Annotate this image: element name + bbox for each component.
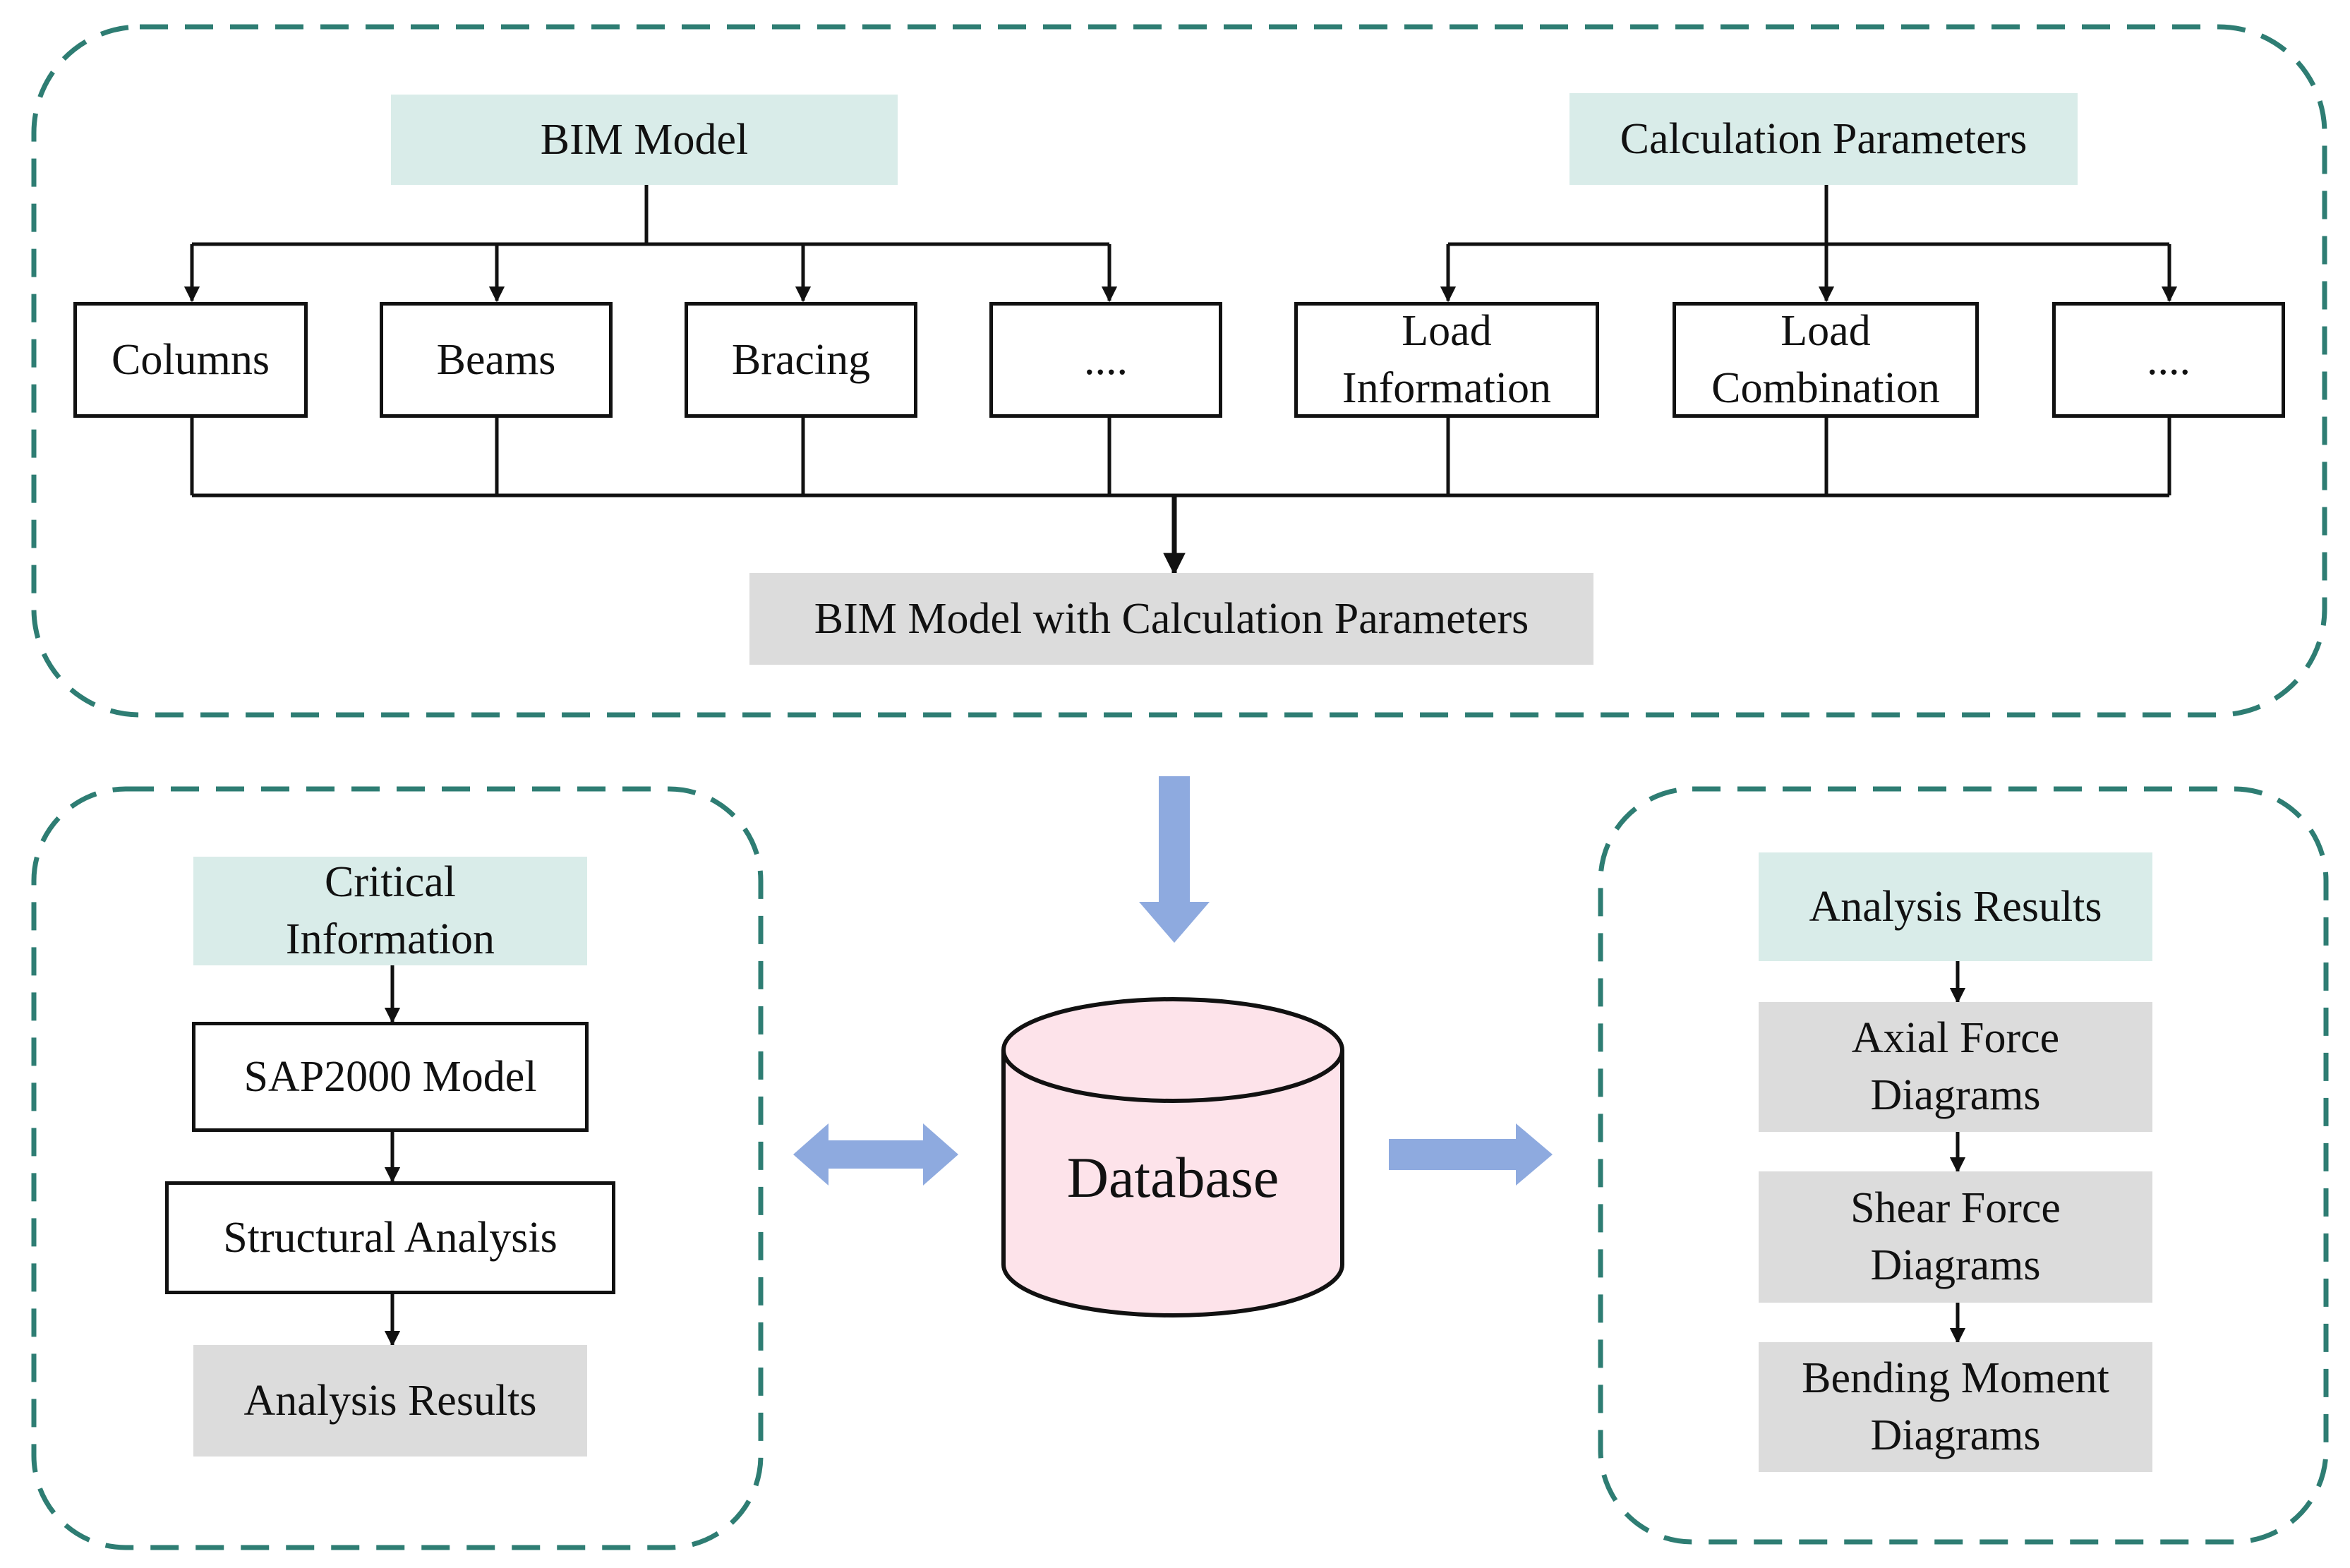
beams-node: Beams (380, 302, 613, 418)
structural-analysis-node: Structural Analysis (165, 1181, 615, 1294)
calculation-parameters-node: Calculation Parameters (1569, 93, 2078, 185)
right-analysis-results-node: Analysis Results (1759, 852, 2152, 961)
bracing-node: Bracing (685, 302, 917, 418)
left-group-frame (31, 786, 764, 1550)
more-parameters-node: .... (2052, 302, 2285, 418)
axial-force-diagrams-node: Axial Force Diagrams (1759, 1002, 2152, 1132)
bim-model-node: BIM Model (391, 95, 898, 185)
bidirectional-arrow (793, 1123, 958, 1186)
left-analysis-results-node: Analysis Results (193, 1345, 587, 1457)
right-group-frame (1598, 786, 2329, 1545)
bending-moment-diagrams-node: Bending Moment Diagrams (1759, 1342, 2152, 1472)
database-label: Database (1066, 1145, 1279, 1210)
load-combination-node: Load Combination (1673, 302, 1979, 418)
merge-lines (190, 418, 2171, 576)
more-elements-node: .... (989, 302, 1222, 418)
down-arrow-to-database (1139, 776, 1210, 943)
right-arrow-to-results (1389, 1123, 1553, 1186)
bim-model-branch-lines (183, 185, 1118, 303)
critical-information-node: Critical Information (193, 857, 587, 965)
top-group-frame (31, 24, 2327, 718)
calc-params-branch-lines (1440, 185, 2178, 303)
columns-node: Columns (73, 302, 308, 418)
bim-model-with-parameters-node: BIM Model with Calculation Parameters (749, 573, 1593, 665)
database-cylinder (1001, 997, 1344, 1317)
shear-force-diagrams-node: Shear Force Diagrams (1759, 1171, 2152, 1303)
load-information-node: Load Information (1294, 302, 1599, 418)
sap2000-model-node: SAP2000 Model (192, 1022, 589, 1132)
